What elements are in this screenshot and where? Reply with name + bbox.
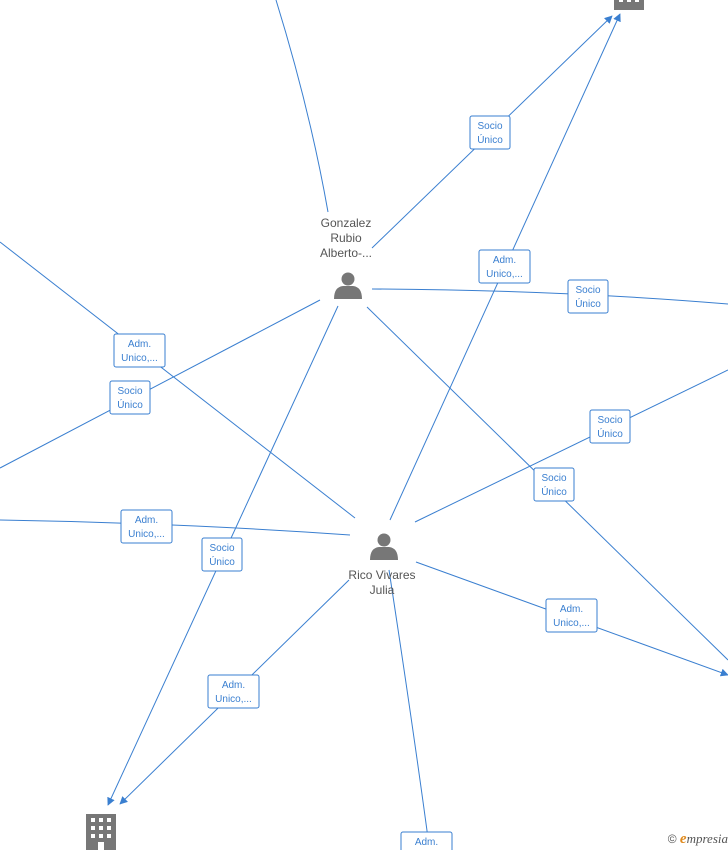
person-name-line: Gonzalez [321,216,372,230]
edge-label[interactable]: Socio Único [533,467,575,502]
edge-label-line: Único [575,297,601,310]
edge-label-line: Unico,... [128,529,165,540]
edge-label[interactable]: Adm. Unico,... [478,249,531,284]
edge-label[interactable]: Socio Único [469,115,511,150]
person-name-line: Julia [370,583,395,597]
edge-label-line: Unico,... [215,694,252,705]
edge [414,369,728,523]
edge-label[interactable]: Adm. [400,831,453,850]
edge-label[interactable]: Adm. Unico,... [120,509,173,544]
edge-label[interactable]: Adm. Unico,... [113,333,166,368]
building-icon [86,814,116,850]
edge-label-line: Adm. [415,837,438,848]
edge-label-line: Socio [117,386,142,397]
edge-label-line: Único [597,427,623,440]
person-icon [370,533,398,560]
brand-name: mpresia [686,831,728,846]
edge [275,0,329,213]
edge-label-line: Adm. [222,680,245,691]
person-icon [334,272,362,299]
person-name-line: Alberto-... [320,246,372,260]
edge [371,288,728,305]
edge-label-line: Adm. [128,339,151,350]
edge-label-line: Único [477,133,503,146]
edge-label-line: Socio [575,285,600,296]
edge-label-line: Único [209,555,235,568]
copyright-symbol: © [667,832,677,846]
person-node-rico[interactable]: Rico Vivares Julia [348,533,416,598]
edge-label-line: Unico,... [486,269,523,280]
edge-label-line: Adm. [560,604,583,615]
edge [388,569,429,839]
edge-label-line: Socio [541,473,566,484]
person-node-gonzalez[interactable]: Gonzalez Rubio Alberto-... [320,216,372,299]
brand-initial: e [679,831,687,847]
edge-label[interactable]: Socio Único [567,279,609,314]
edge-label-line: Único [541,485,567,498]
edge-label-line: Socio [477,121,502,132]
brand-watermark: © empresia [668,831,728,848]
edge-label[interactable]: Socio Único [589,409,631,444]
edge-label-line: Único [117,398,143,411]
person-name-line: Rico Vivares [348,568,415,582]
edge-label[interactable]: Adm. Unico,... [207,674,260,709]
building-icon [614,0,644,10]
edge-label-line: Socio [209,543,234,554]
company-node-bottom-left[interactable] [86,814,116,850]
person-name-line: Rubio [330,231,362,245]
edge [0,299,321,469]
edge-label-line: Adm. [493,255,516,266]
edge-label[interactable]: Socio Único [201,537,243,572]
edge-label-line: Adm. [135,515,158,526]
edge-label[interactable]: Socio Único [109,380,151,415]
edge [0,519,351,536]
edge-label-line: Unico,... [121,353,158,364]
edge-label-line: Socio [597,415,622,426]
company-node-top[interactable] [614,0,644,10]
edge-label-line: Unico,... [553,618,590,629]
edge-label[interactable]: Adm. Unico,... [545,598,598,633]
edge [0,241,356,519]
